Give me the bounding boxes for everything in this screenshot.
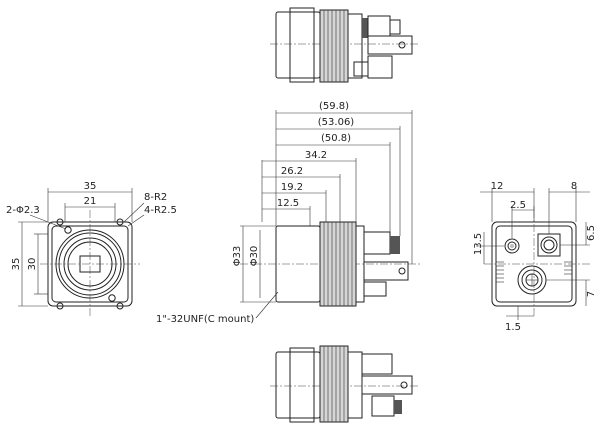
dim-side-4: 34.2 xyxy=(305,150,327,161)
dim-side-dia-outer: Φ33 xyxy=(232,246,243,267)
dim-front-height: 35 xyxy=(11,258,22,271)
dim-side-5: 26.2 xyxy=(281,166,303,177)
mount-label: 1"-32UNF(C mount) xyxy=(156,314,254,325)
corner-radius-callout-2: 4-R2.5 xyxy=(144,205,177,216)
dim-side-2: (53.06) xyxy=(318,117,355,128)
mount-hole xyxy=(64,226,72,234)
dim-front-inner-width: 21 xyxy=(84,196,97,207)
dim-rear-left: 12 xyxy=(491,181,504,192)
mount-hole xyxy=(108,294,116,302)
dim-rear-right-top: 6.5 xyxy=(586,225,597,241)
dim-side-dia-inner: Φ30 xyxy=(249,246,260,267)
side-view: (59.8) (53.06) (50.8) 34.2 26.2 19.2 12.… xyxy=(156,101,420,325)
dim-rear-right: 8 xyxy=(571,181,577,192)
top-view xyxy=(270,7,420,83)
rear-view: 12 8 2.5 13.5 6.5 7 1.5 xyxy=(473,181,597,333)
holes-callout: 2-Φ2.3 xyxy=(6,205,40,216)
front-view: 35 21 35 30 2-Φ2.3 8-R2 4-R2.5 xyxy=(6,181,177,316)
dim-side-3: (50.8) xyxy=(321,133,351,144)
dim-rear-right-bottom: 7 xyxy=(586,291,597,297)
dim-side-7: 12.5 xyxy=(277,198,299,209)
corner-radius-callout-1: 8-R2 xyxy=(144,192,167,203)
dim-front-width: 35 xyxy=(84,181,97,192)
dim-rear-bottom: 1.5 xyxy=(505,322,521,333)
bottom-view xyxy=(270,345,420,423)
dim-rear-height: 13.5 xyxy=(473,233,484,255)
dim-rear-small: 2.5 xyxy=(510,200,526,211)
dim-side-1: (59.8) xyxy=(319,101,349,112)
dim-side-6: 19.2 xyxy=(281,182,303,193)
dim-front-inner-height: 30 xyxy=(27,258,38,271)
